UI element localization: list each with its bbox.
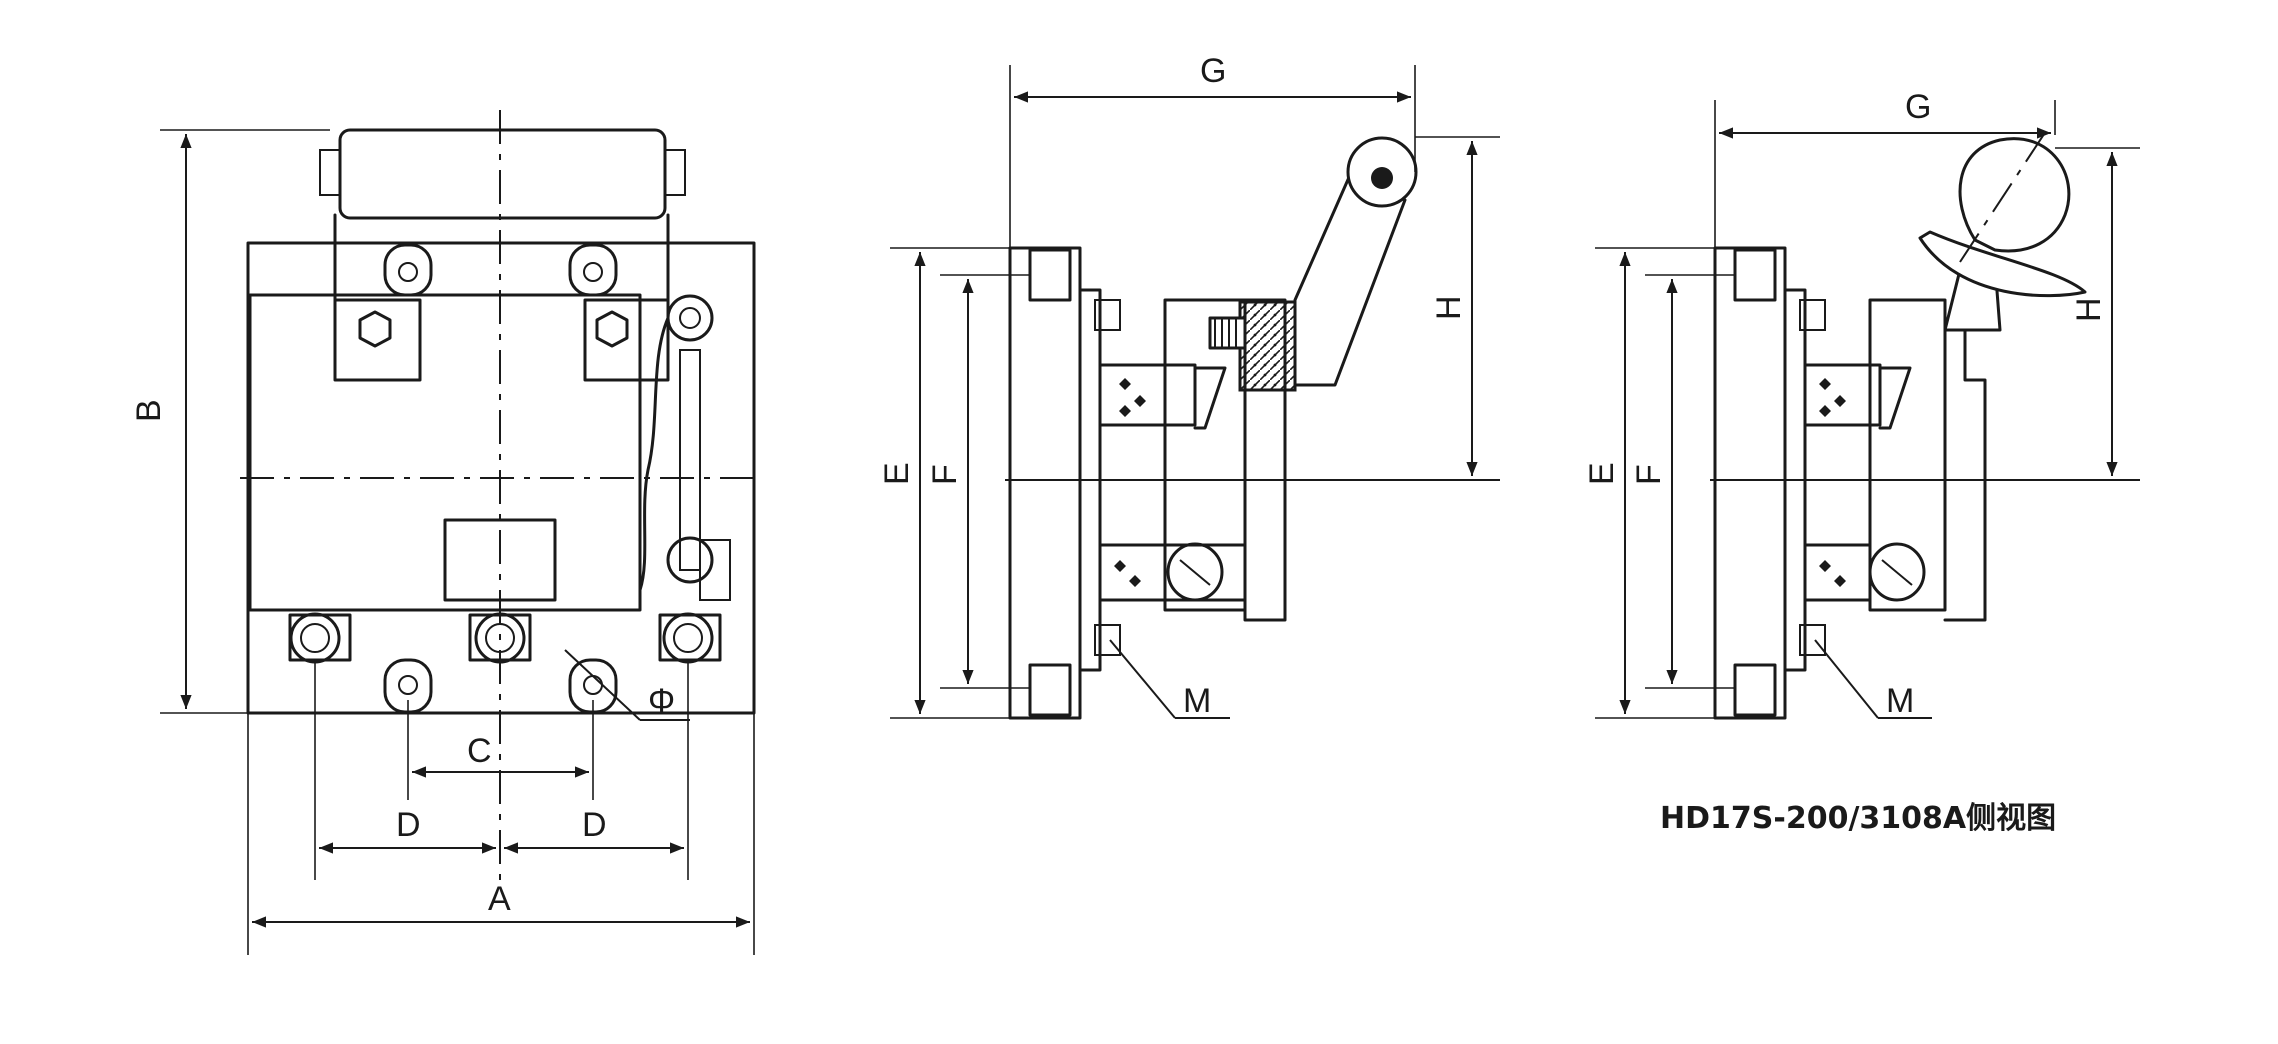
label-d-right: D (582, 806, 607, 844)
sv2-backplate (1713, 246, 1787, 720)
sv1-label-e: E (878, 462, 916, 485)
sv1-upper-contact (1098, 363, 1197, 427)
label-a: A (488, 880, 511, 918)
hex-nut-left (358, 310, 392, 348)
side-view-2: E F G H M HD17S-200/3108A侧视图 (1583, 88, 2140, 836)
sv1-label-h: H (1430, 295, 1468, 320)
slot-bottom-left-hole (398, 675, 418, 695)
sv1-leader-m (1109, 639, 1176, 719)
sv1-lower-bolt-slot (1179, 559, 1211, 586)
linkage-bar (679, 349, 701, 571)
sv2-bottom-clip (1733, 663, 1777, 717)
sv2-caption: HD17S-200/3108A侧视图 (1660, 801, 2056, 836)
label-phi: Φ (648, 682, 675, 720)
label-b: B (130, 399, 168, 422)
link-plate (699, 539, 731, 601)
sv1-bolt-bottom (1094, 624, 1121, 656)
leader-phi (564, 649, 641, 721)
handle-pin-right (664, 149, 686, 196)
sv1-upper-blade (1193, 366, 1227, 430)
sv1-label-m: M (1183, 682, 1211, 720)
sv1-lower-marks (1114, 560, 1141, 587)
sv1-top-clip (1028, 248, 1072, 302)
side-view-1: E F G H M (878, 52, 1500, 720)
sv2-handle-axis (1959, 124, 2051, 263)
pivot-top-right (666, 294, 714, 342)
hex-nut-right (595, 310, 629, 348)
slot-bottom-right-hole (583, 675, 603, 695)
sv1-label-g: G (1200, 52, 1226, 90)
sv2-leader-m (1814, 639, 1879, 719)
sv2-label-h: H (2070, 297, 2108, 322)
sv2-upper-marks (1819, 378, 1846, 417)
sv2-handle-knob (1958, 137, 2071, 253)
slot-top-right (568, 243, 618, 297)
sv1-label-f: F (926, 464, 964, 485)
terminal-right-inner (673, 623, 703, 653)
arm-left (333, 213, 422, 382)
break-line (638, 316, 670, 592)
label-c: C (467, 732, 492, 770)
sv2-label-e: E (1583, 462, 1621, 485)
label-d-left: D (396, 806, 421, 844)
front-view: B A D D C Φ (130, 110, 762, 955)
pivot-mid-right (666, 536, 714, 584)
sv2-handle-plate (1943, 328, 1987, 622)
pivot-top-right-inner (679, 307, 701, 329)
sv2-upper-blade (1878, 366, 1912, 430)
sv2-label-g: G (1905, 88, 1931, 126)
sv2-handle-flange (1918, 230, 2087, 298)
sv1-backplate (1008, 246, 1082, 720)
sv1-bottom-clip (1028, 663, 1072, 717)
sv1-handle-pin (1371, 167, 1393, 189)
sv1-screw-thread (1214, 318, 1237, 348)
terminal-left (289, 612, 341, 664)
sv2-lower-marks (1819, 560, 1846, 587)
terminal-right (662, 612, 714, 664)
arm-right (583, 213, 670, 382)
sv2-lower-bolt-slot (1881, 559, 1913, 586)
sv1-handle-arm (1293, 173, 1407, 387)
sv2-bolt-top (1799, 299, 1826, 331)
handle-pin-left (319, 149, 341, 196)
sv1-handle-plate (1243, 298, 1287, 622)
terminal-block-right (658, 613, 722, 662)
sv1-upper-marks (1119, 378, 1146, 417)
sv2-label-m: M (1886, 682, 1914, 720)
terminal-left-inner (300, 623, 330, 653)
terminal-block-left (288, 613, 352, 662)
sv2-top-clip (1733, 248, 1777, 302)
sv2-lower-contact (1803, 543, 1872, 602)
sv2-bolt-bottom (1799, 624, 1826, 656)
slot-top-left (383, 243, 433, 297)
slot-top-left-hole (398, 262, 418, 282)
sv2-link-frame (1868, 298, 1947, 612)
sv1-bolt-top (1094, 299, 1121, 331)
sv1-hatched-base (1238, 300, 1297, 392)
sv2-upper-contact (1803, 363, 1882, 427)
top-handle (338, 128, 667, 220)
switch-body (248, 293, 642, 612)
sv2-label-f: F (1630, 464, 1668, 485)
sv1-lower-contact (1098, 543, 1167, 602)
slot-top-right-hole (583, 262, 603, 282)
